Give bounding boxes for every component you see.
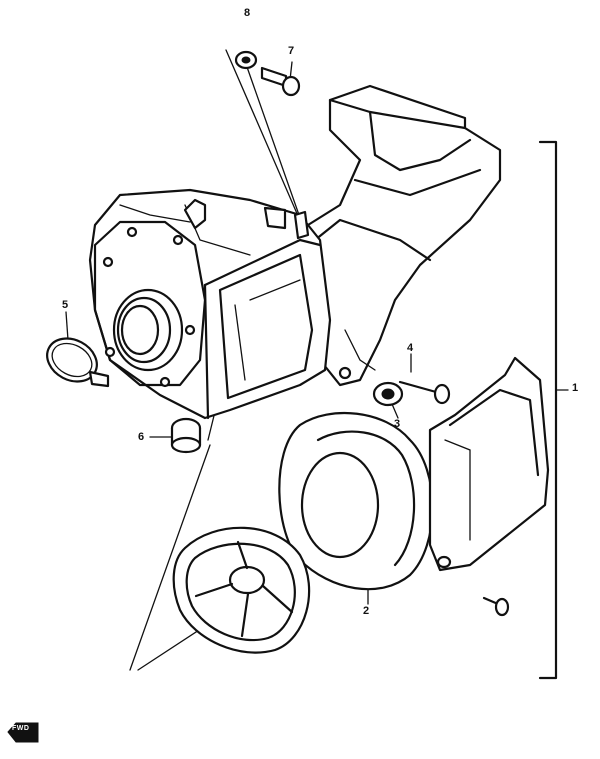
- filter-frame: [172, 526, 311, 654]
- air-cleaner-housing: [88, 188, 332, 420]
- forward-arrow-icon: [7, 722, 39, 743]
- callout-1: 1: [572, 382, 579, 394]
- callout-4: 4: [407, 342, 414, 354]
- forward-marker-label: FWD: [12, 725, 30, 732]
- cover-screw: [482, 596, 510, 617]
- leader-8b: [225, 49, 306, 233]
- callout-3: 3: [394, 418, 401, 430]
- filter-element-part-2: [278, 411, 434, 591]
- callout-7: 7: [288, 45, 295, 57]
- leader-main-a: [129, 444, 211, 671]
- intake-duct: [298, 84, 502, 387]
- leader-8: [246, 66, 306, 233]
- callout-2: 2: [363, 605, 370, 617]
- leader-5: [65, 311, 69, 341]
- callout-5: 5: [62, 299, 69, 311]
- clamp-part-5: [46, 337, 110, 388]
- drain-plug-part-6: [170, 417, 202, 454]
- side-cover: [428, 356, 550, 572]
- callout-6: 6: [138, 431, 145, 443]
- assembly-bracket: [538, 140, 569, 680]
- grommet-part-3: [372, 381, 404, 407]
- leader-3: [391, 403, 399, 419]
- callout-8: 8: [244, 7, 251, 19]
- screw-part-4: [398, 380, 451, 405]
- bolt-part-7: [260, 66, 301, 97]
- washer-part-8: [234, 50, 258, 70]
